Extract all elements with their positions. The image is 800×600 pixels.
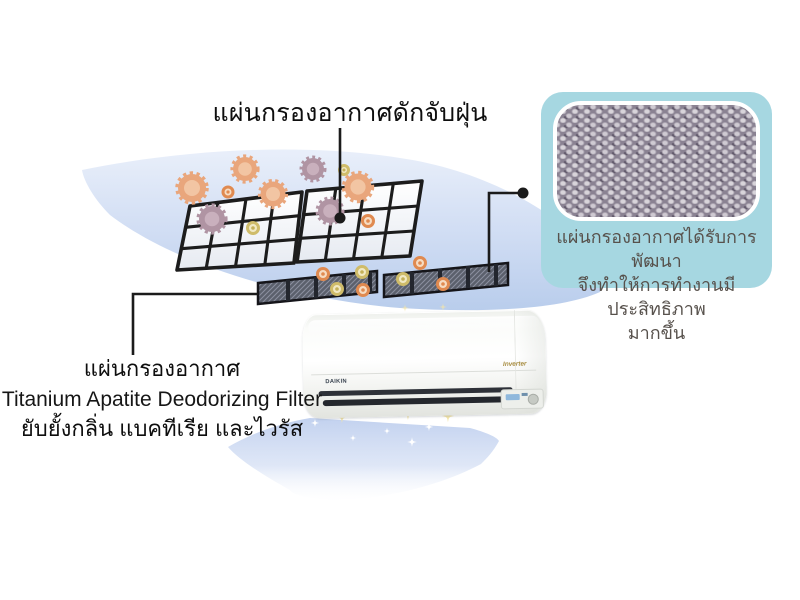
caption-line: แผ่นกรองอากาศได้รับการพัฒนา bbox=[556, 227, 757, 271]
bacteria-ring-orange-dots bbox=[226, 190, 445, 292]
bacteria-ring-yellow-dots bbox=[251, 168, 405, 291]
ac-air-vents bbox=[317, 387, 513, 413]
info-box: แผ่นกรองอากาศได้รับการพัฒนา จึงทำให้การท… bbox=[541, 92, 772, 343]
ac-brand-logo: DAIKIN bbox=[325, 377, 347, 385]
ac-vent-slat bbox=[322, 396, 507, 407]
caption-line: จึงทำให้การทำงานมีประสิทธิภาพ bbox=[577, 275, 736, 319]
ac-control-panel bbox=[500, 388, 544, 410]
pollen-particle-purple bbox=[196, 155, 345, 235]
filter-thai-name: แผ่นกรองอากาศ bbox=[83, 356, 241, 381]
top-filter-label: แผ่นกรองอากาศดักจับฝุ่น bbox=[212, 99, 488, 127]
dust-filter-grid-left bbox=[175, 190, 304, 272]
caption-line: มากขึ้น bbox=[627, 323, 686, 343]
ac-display-lcd bbox=[505, 394, 520, 401]
airflow-swoosh bbox=[228, 418, 499, 500]
filter-benefit-text: ยับยั้งกลิ่น แบคทีเรีย และไวรัส bbox=[20, 416, 304, 442]
left-filter-label: แผ่นกรองอากาศ Titanium Apatite Deodorizi… bbox=[0, 356, 324, 443]
dust-particle-orange bbox=[175, 154, 375, 210]
ac-display-indicator bbox=[521, 392, 528, 396]
info-box-caption: แผ่นกรองอากาศได้รับการพัฒนา จึงทำให้การท… bbox=[541, 225, 772, 345]
fabric-closeup-image bbox=[553, 101, 760, 221]
infobox-connector-line bbox=[487, 187, 529, 272]
title-connector-line bbox=[334, 128, 346, 224]
mesh-filter-strip-left bbox=[256, 269, 379, 306]
ac-sensor-button bbox=[527, 393, 539, 405]
ac-inverter-badge: Inverter bbox=[502, 359, 527, 368]
filter-connector-line bbox=[131, 292, 258, 355]
filter-english-name: Titanium Apatite Deodorizing Filter bbox=[1, 387, 323, 411]
air-conditioner-unit: DAIKIN Inverter bbox=[301, 309, 548, 419]
